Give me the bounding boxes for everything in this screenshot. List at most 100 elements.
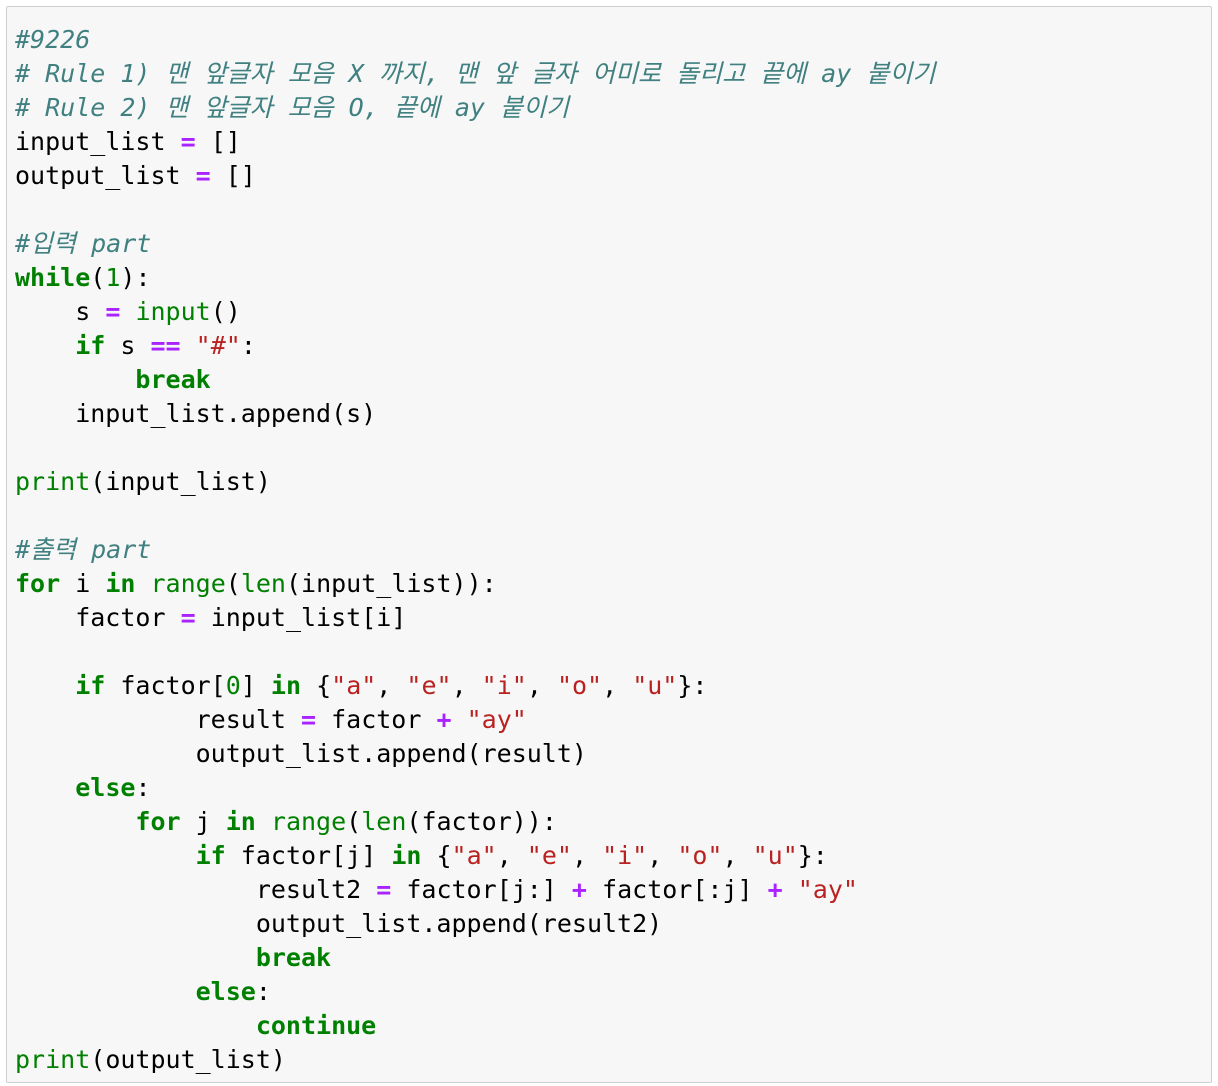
string-token: "o" [556,671,603,700]
code-line [15,193,1211,227]
code-text: output_list.append(result) [15,739,587,768]
code-text: s [15,297,106,326]
operator-token: + [571,875,587,904]
operator-token: = [300,705,317,734]
string-token: "ay" [466,705,527,734]
keyword-token: while [15,263,91,292]
code-text: { [421,841,452,870]
code-text [15,841,196,870]
code-text: : [135,773,151,802]
code-line [15,635,1211,669]
code-line: break [15,941,1211,975]
code-line: input_list = [] [15,125,1211,159]
code-text: j [180,807,226,836]
string-token: "a" [451,841,497,870]
builtin-token: range [270,807,347,836]
keyword-token: in [391,841,422,870]
operator-token: = [195,161,211,190]
code-line: s = input() [15,295,1211,329]
code-text: (factor)): [406,807,557,836]
keyword-token: for [15,569,61,598]
code-text: , [376,671,407,700]
code-line: if factor[0] in {"a", "e", "i", "o", "u"… [15,669,1211,703]
code-line: factor = input_list[i] [15,601,1211,635]
comment-token: #입력 part [15,229,152,258]
keyword-token: if [195,841,226,870]
code-text [15,1011,256,1040]
code-cell[interactable]: #9226 # Rule 1) 맨 앞글자 모음 X 까지, 맨 앞 글자 어미로… [6,6,1212,1083]
comment-token: # Rule 1) 맨 앞글자 모음 X 까지, 맨 앞 글자 어미로 돌리고 … [15,59,936,88]
comment-token: # Rule 2) 맨 앞글자 모음 O, 끝에 ay 붙이기 [15,93,570,122]
keyword-token: for [135,807,181,836]
code-text: input_list.append(s) [15,399,377,428]
code-editor[interactable]: #9226 # Rule 1) 맨 앞글자 모음 X 까지, 맨 앞 글자 어미로… [7,7,1211,1077]
string-token: "#" [195,331,241,360]
code-text [135,569,150,598]
operator-token: == [150,331,181,360]
code-line: #입력 part [15,227,1211,261]
code-text: () [210,297,241,326]
code-line: result2 = factor[j:] + factor[:j] + "ay" [15,873,1211,907]
code-line [15,499,1211,533]
code-text: (output_list) [90,1045,286,1074]
code-text: , [526,671,557,700]
code-line: output_list = [] [15,159,1211,193]
code-text: ( [225,569,241,598]
keyword-token: if [75,671,106,700]
code-text: (input_list)): [285,569,497,598]
code-text [15,671,75,700]
operator-token: + [767,875,783,904]
code-line: while(1): [15,261,1211,295]
code-text [181,331,196,360]
builtin-token: print [15,467,91,496]
operator-token: = [180,603,196,632]
code-line: input_list.append(s) [15,397,1211,431]
keyword-token: break [255,943,332,972]
code-text [15,365,135,394]
code-text: output_list [15,161,196,190]
code-text: result [15,705,301,734]
code-text: , [496,841,527,870]
string-token: "o" [677,841,723,870]
code-text: [] [210,161,256,190]
code-text: factor[j] [225,841,392,870]
code-line: continue [15,1009,1211,1043]
operator-token: = [105,297,121,326]
keyword-token: else [75,773,136,802]
string-token: "a" [331,671,377,700]
code-line: # Rule 2) 맨 앞글자 모음 O, 끝에 ay 붙이기 [15,91,1211,125]
code-text [256,807,271,836]
code-text [15,943,256,972]
code-text: , [451,671,482,700]
keyword-token: in [105,569,136,598]
code-line: #출력 part [15,533,1211,567]
code-text: [] [195,127,241,156]
code-text [120,297,135,326]
keyword-token: continue [255,1011,377,1040]
code-line: if factor[j] in {"a", "e", "i", "o", "u"… [15,839,1211,873]
code-text [15,773,75,802]
builtin-token: len [361,807,407,836]
code-text: result2 [15,875,377,904]
number-token: 1 [105,263,121,292]
builtin-token: input [135,297,211,326]
code-text: factor [15,603,181,632]
string-token: "i" [602,841,648,870]
code-text [452,705,467,734]
keyword-token: break [135,365,211,394]
keyword-token: else [195,977,256,1006]
code-text: factor[j:] [391,875,572,904]
operator-token: + [436,705,452,734]
code-text: , [722,841,753,870]
code-text: }: [797,841,828,870]
code-text [15,331,75,360]
code-text: }: [677,671,708,700]
code-text: ): [120,263,151,292]
comment-token: #9226 [15,25,91,54]
code-line: print(input_list) [15,465,1211,499]
keyword-token: in [270,671,302,700]
code-text: factor [316,705,437,734]
code-text: output_list.append(result2) [15,909,663,938]
code-text: input_list [15,127,181,156]
string-token: "i" [481,671,527,700]
